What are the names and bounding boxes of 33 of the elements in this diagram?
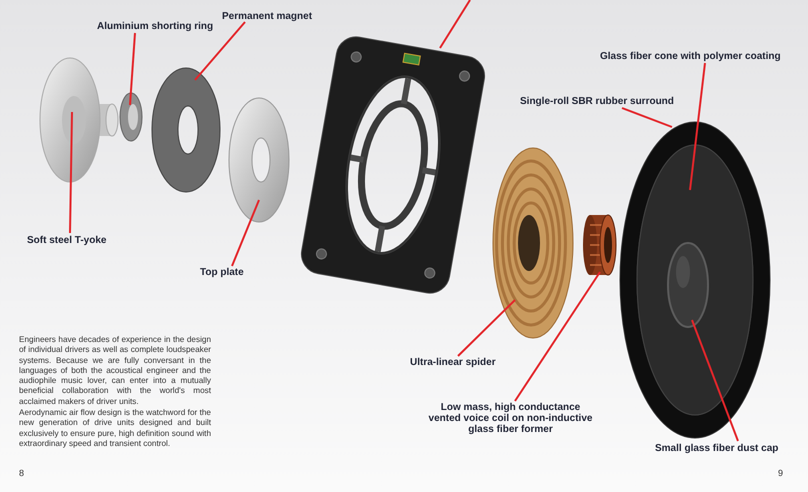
leader-line (69, 112, 73, 234)
leader-line (457, 299, 516, 357)
leader-line (439, 0, 471, 49)
part-label: Small glass fiber dust cap (655, 442, 778, 456)
speaker-cone-drawing (636, 144, 754, 416)
part-label: Soft steel T-yoke (27, 234, 106, 248)
part-label: Top plate (200, 266, 244, 280)
spider-drawing (492, 148, 574, 338)
page-number: 8 (19, 468, 24, 478)
t-yoke-drawing (40, 58, 118, 182)
leader-line (514, 271, 601, 402)
rubber-surround-drawing (620, 122, 770, 438)
part-label: Single-roll SBR rubber surround (520, 95, 674, 109)
magnet-ring-drawing (152, 68, 220, 192)
dust-cap-drawing (667, 242, 709, 328)
part-label: Ultra-linear spider (410, 356, 496, 370)
page-number: 9 (778, 468, 784, 478)
leader-line (689, 62, 706, 190)
leader-line (691, 320, 739, 442)
leader-line (231, 200, 260, 266)
voice-coil-drawing (583, 214, 616, 276)
part-label: Glass fiber cone with polymer coating (600, 50, 781, 64)
leader-line (129, 32, 136, 106)
part-label: Low mass, high conductance vented voice coil on non-inductive glass fiber former (428, 402, 593, 435)
part-label: Permanent magnet (222, 10, 312, 24)
top-plate-drawing (228, 98, 290, 222)
leader-line (194, 21, 246, 81)
part-label: Aluminium shorting ring (97, 20, 214, 34)
body-paragraph: Aerodynamic air flow design is the watchword for the new generation of drive units designed and built exclusively to ensure pure, high definition sound with extraordinary speed and transient control. (19, 408, 211, 450)
body-paragraph: Engineers have decades of experience in the design of individual drivers as well as complete loudspeaker systems. Because we are fully conversant in the languages of both the acoustical engineer and the audiophile music lover, can enter into a mutually beneficial collaboration with the world's most acclaimed makers of driver units. (19, 335, 211, 408)
shorting-ring-drawing (120, 92, 142, 142)
speaker-basket-drawing (301, 36, 485, 294)
leader-line (622, 107, 672, 128)
